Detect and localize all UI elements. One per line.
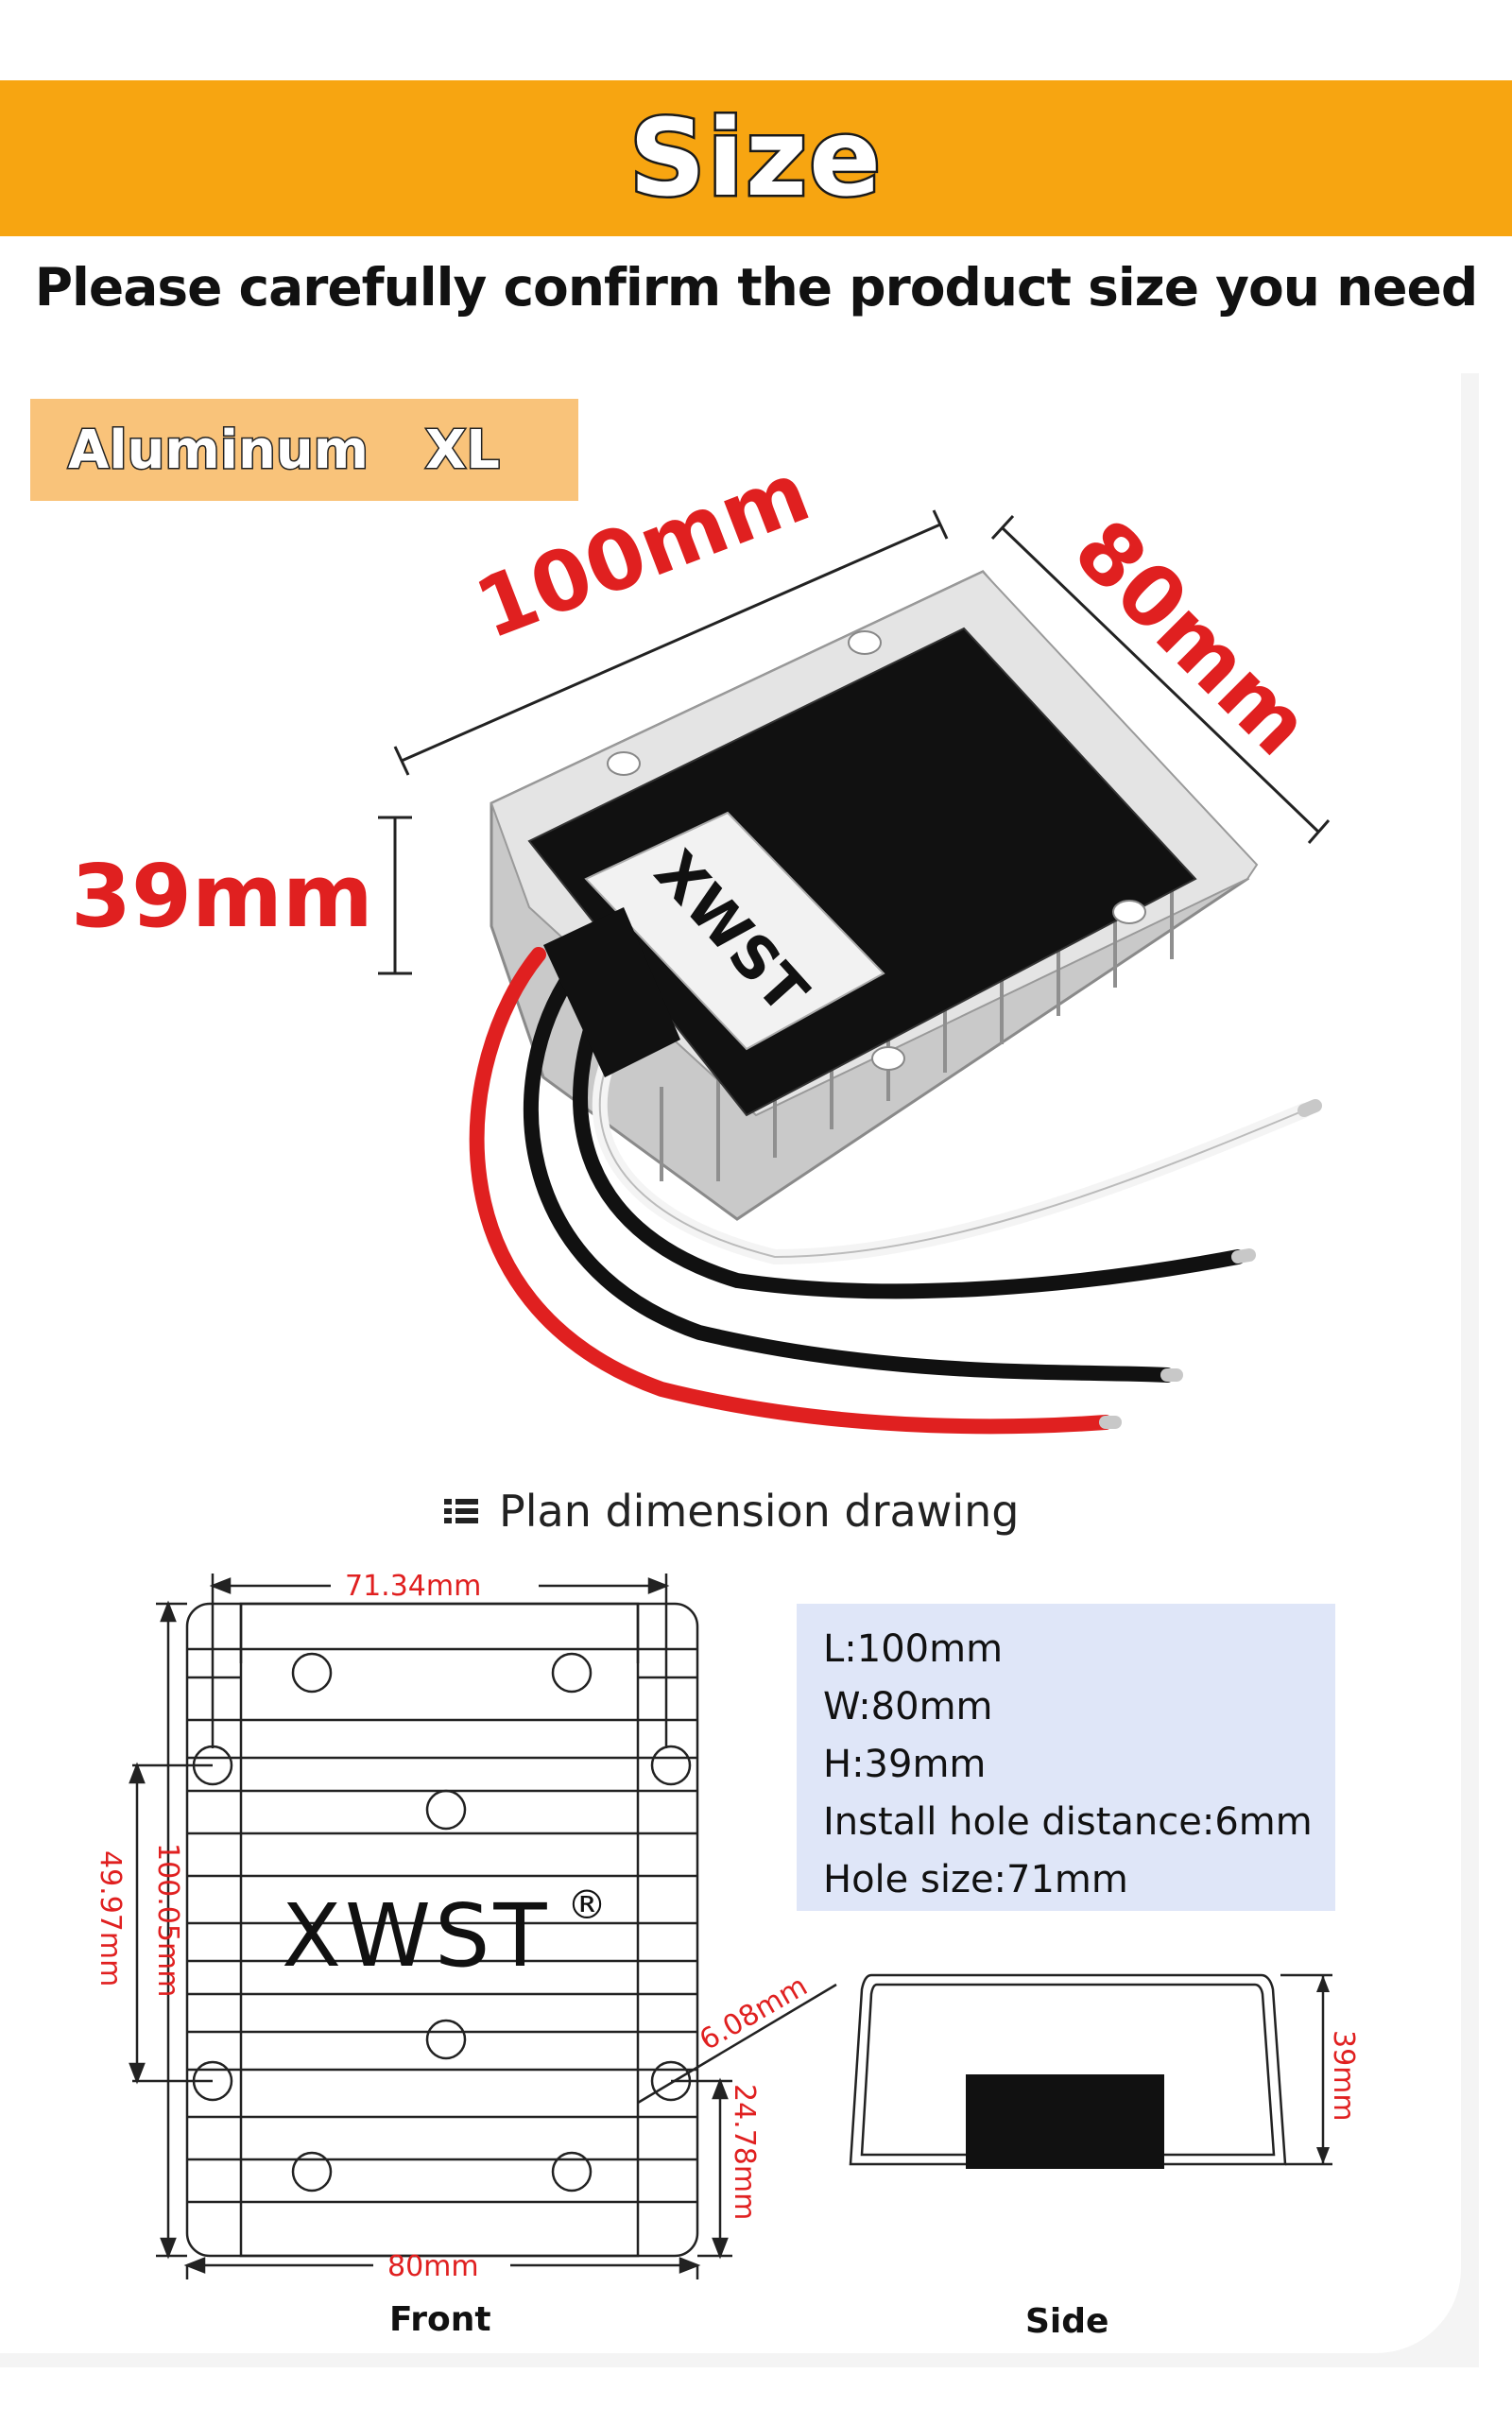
dim-bottom-width: 80mm (387, 2250, 479, 2283)
product-photo: XWST (378, 509, 1331, 1435)
spec-length: L:100mm (823, 1627, 1004, 1671)
list-icon (444, 1499, 478, 1523)
subtitle: Please carefully confirm the product siz… (34, 257, 1478, 318)
size-banner: Size (0, 80, 1512, 236)
length-dimension-line (393, 509, 949, 776)
drawing-brand: XWST (282, 1885, 551, 1986)
spec-height: H:39mm (823, 1743, 987, 1786)
height-dimension-line (378, 816, 412, 975)
dim-right-bottom: 24.78mm (728, 2084, 761, 2220)
spec-install-hole-distance: Install hole distance:6mm (823, 1800, 1313, 1844)
side-drawing: 39mm (849, 1973, 1360, 2169)
dim-left-inner: 100.05mm (151, 1843, 184, 1997)
front-drawing: XWST ® 71.34m (94, 1570, 837, 2283)
drawing-registered-mark: ® (567, 1882, 607, 1928)
wires (469, 947, 1322, 1435)
side-connector-block (966, 2074, 1164, 2169)
side-label: Side (1025, 2302, 1109, 2341)
dim-top-width: 71.34mm (345, 1570, 481, 1603)
dim-side-height: 39mm (1327, 2030, 1360, 2122)
size-label: XL (424, 418, 502, 482)
plan-title: Plan dimension drawing (499, 1486, 1020, 1537)
spec-width: W:80mm (823, 1685, 993, 1728)
height-label: 39mm (71, 846, 373, 947)
wire-grommet (543, 907, 680, 1077)
dim-left-outer: 49.97mm (94, 1850, 127, 1986)
material-label: Aluminum (66, 418, 369, 482)
width-dimension-line (990, 514, 1331, 844)
plan-title-row: Plan dimension drawing (444, 1486, 1019, 1537)
front-label: Front (389, 2300, 491, 2339)
material-tag: Aluminum XL (30, 399, 578, 501)
dim-hole-diameter: 6.08mm (695, 1969, 814, 2057)
spec-hole-size: Hole size:71mm (823, 1858, 1128, 1901)
banner-title: Size (627, 95, 884, 222)
converter-housing (490, 570, 1259, 1221)
spec-box: L:100mm W:80mm H:39mm Install hole dista… (797, 1604, 1335, 1911)
